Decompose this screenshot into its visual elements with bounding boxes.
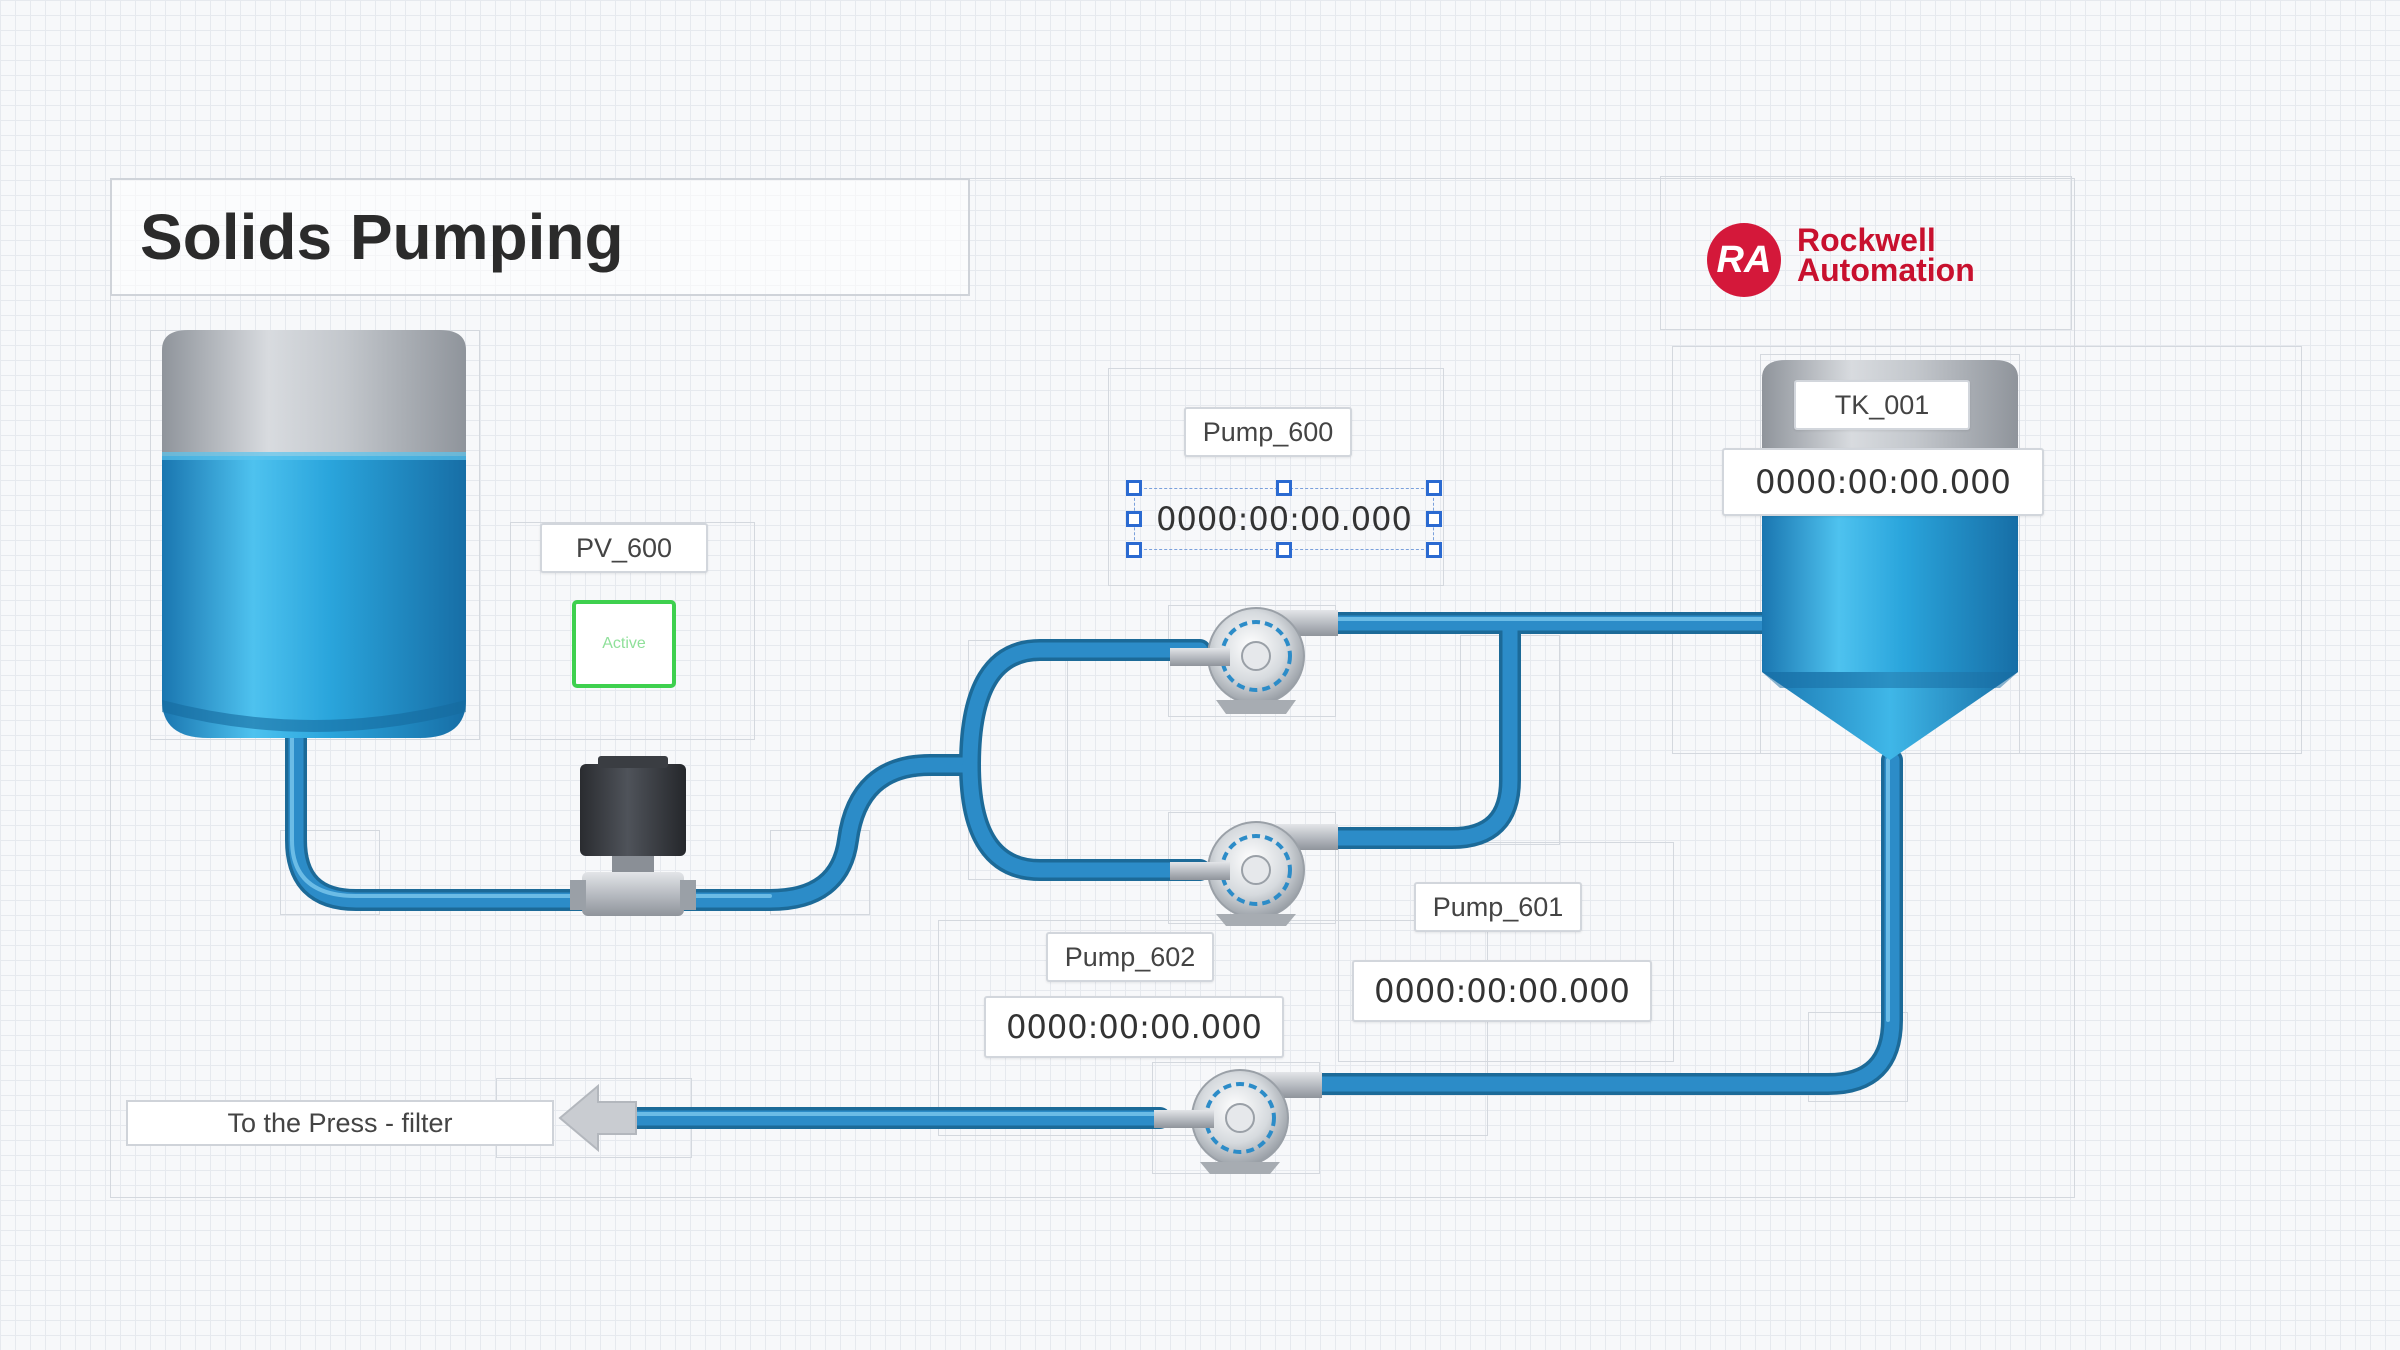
destination-label: To the Press - filter: [126, 1100, 554, 1146]
brand-line-1: Rockwell: [1797, 222, 1936, 258]
resize-handle-n[interactable]: [1276, 480, 1292, 496]
pump-601-label-group: [1338, 842, 1674, 1062]
resize-handle-sw[interactable]: [1126, 542, 1142, 558]
valve-label: PV_600: [540, 523, 708, 573]
rockwell-logo-icon: RA: [1707, 223, 1781, 297]
pipe-bounds-5: [1808, 1012, 1908, 1102]
valve-label-group: [510, 522, 755, 740]
resize-handle-se[interactable]: [1426, 542, 1442, 558]
pipe-network: [285, 612, 1903, 1129]
pump-602-icon: [1154, 1069, 1322, 1174]
title-box: Solids Pumping: [110, 178, 970, 296]
flow-arrow-left-icon: [558, 1083, 637, 1153]
pump-600-icon: [1170, 607, 1338, 714]
valve-pv-600-icon: [570, 756, 696, 916]
tank-timer: 0000:00:00.000: [1722, 448, 2044, 516]
pump-600-timer-value: 0000:00:00.000: [1156, 500, 1412, 538]
valve-status-button[interactable]: Active: [572, 600, 676, 688]
diagram-frame: [110, 178, 2075, 1198]
resize-handle-s[interactable]: [1276, 542, 1292, 558]
pump-600-label: Pump_600: [1184, 407, 1352, 457]
page-title: Solids Pumping: [140, 201, 624, 273]
pump-602-timer: 0000:00:00.000: [984, 996, 1284, 1058]
pump-601-label: Pump_601: [1414, 882, 1582, 932]
pump-600-label-group: [1108, 368, 1444, 586]
pump-600-timer[interactable]: 0000:00:00.000: [1134, 488, 1434, 550]
source-tank: [162, 330, 466, 738]
pipe-bounds-1: [280, 830, 380, 915]
pump-601-icon: [1170, 821, 1338, 926]
pump-602-label: Pump_602: [1046, 932, 1214, 982]
resize-handle-e[interactable]: [1426, 511, 1442, 527]
resize-handle-ne[interactable]: [1426, 480, 1442, 496]
resize-handle-nw[interactable]: [1126, 480, 1142, 496]
tank-label: TK_001: [1794, 380, 1970, 430]
brand-name: Rockwell Automation: [1797, 222, 1975, 288]
pipe-bounds-2: [770, 830, 870, 915]
brand-logo: RA Rockwell Automation: [1660, 176, 2072, 330]
pump-601-timer: 0000:00:00.000: [1352, 960, 1652, 1022]
brand-line-2: Automation: [1797, 252, 1975, 288]
resize-handle-w[interactable]: [1126, 511, 1142, 527]
